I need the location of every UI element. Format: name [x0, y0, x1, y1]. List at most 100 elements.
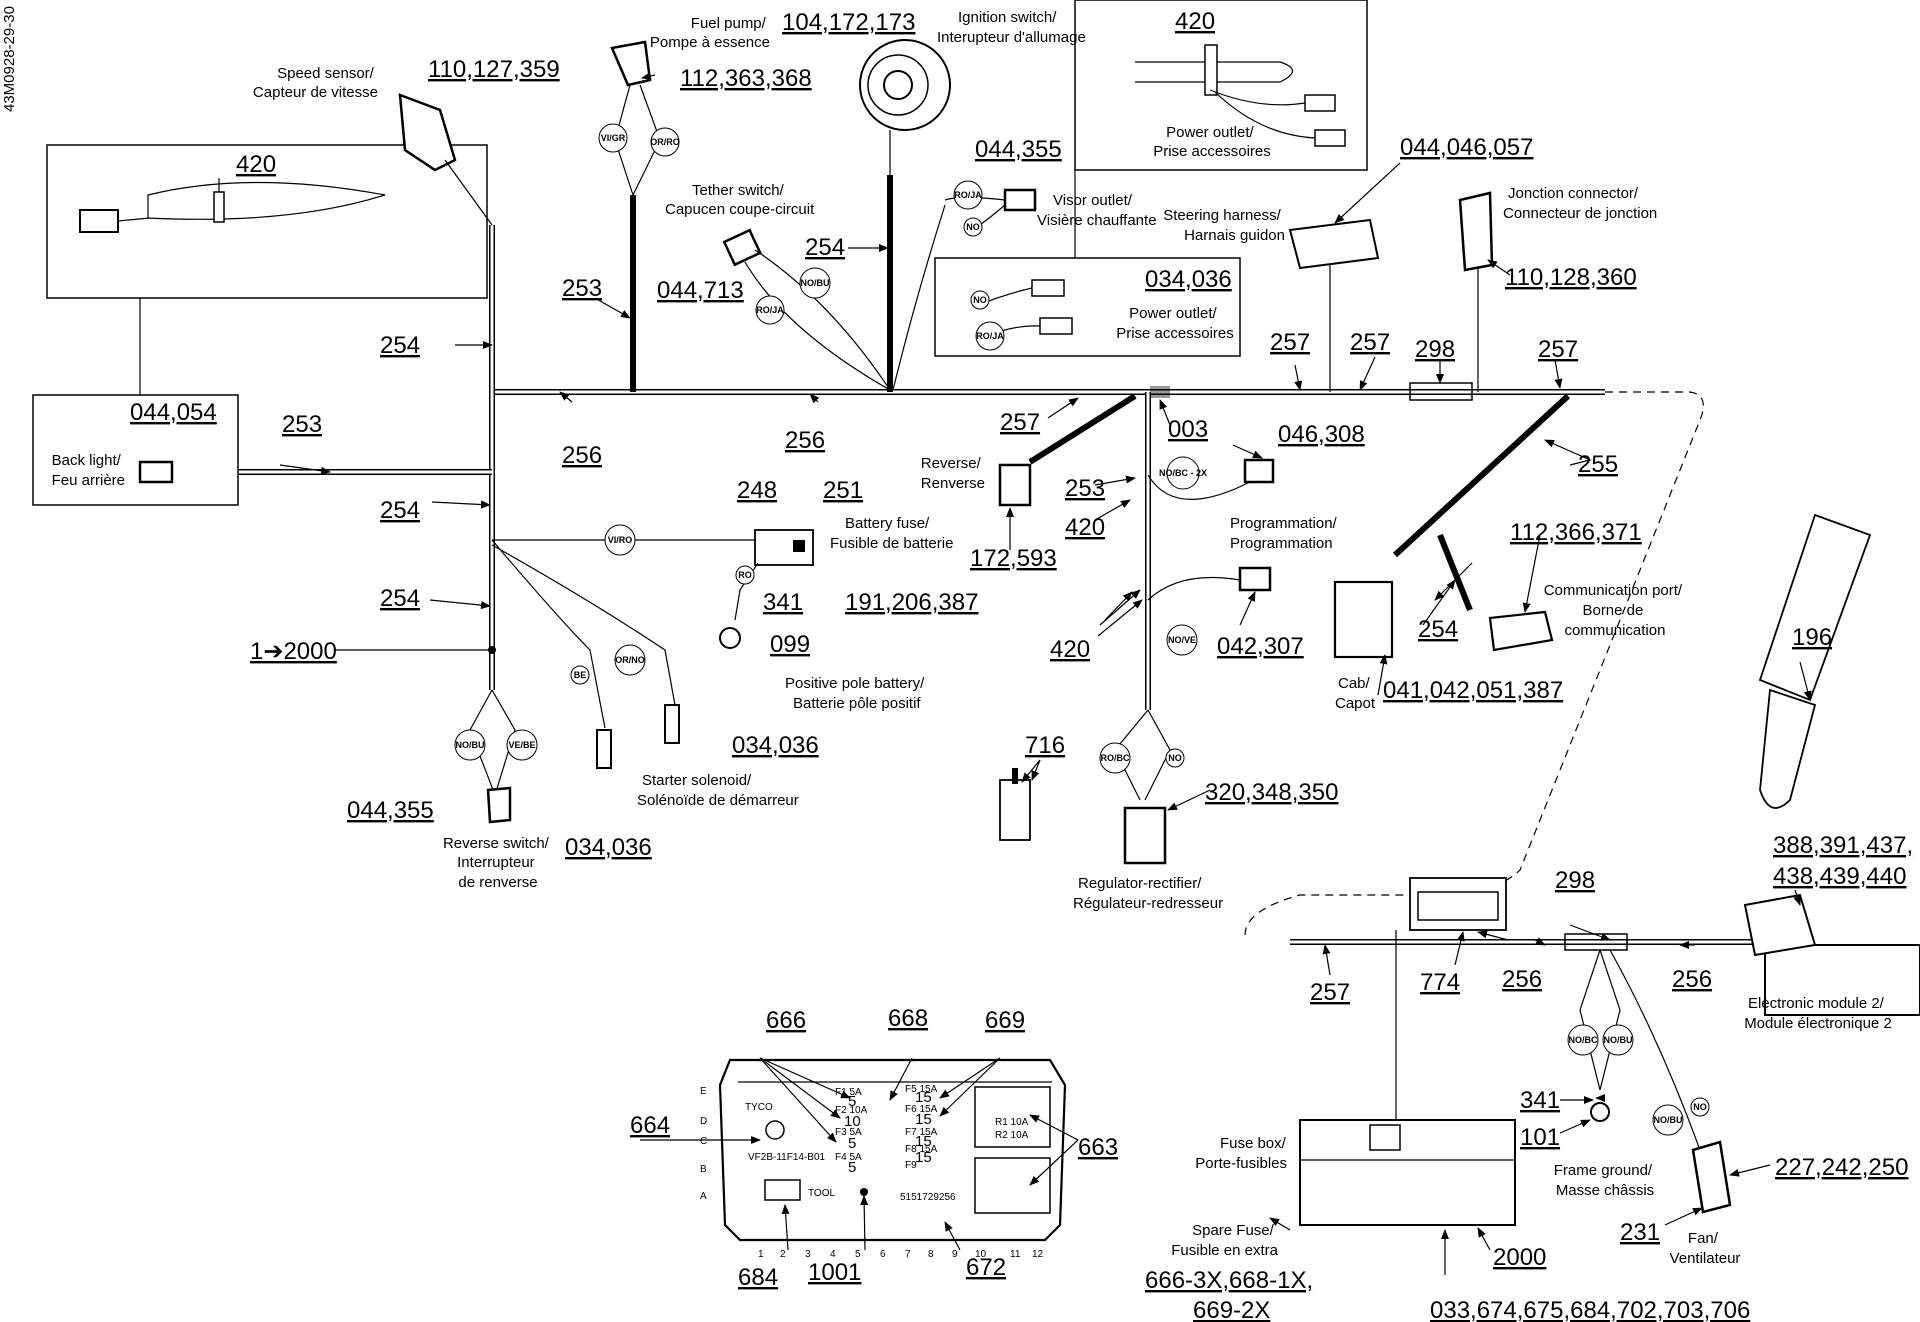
tether-switch-icon	[722, 228, 891, 391]
part-number: 298	[1415, 336, 1455, 363]
wire-badge: RO	[735, 565, 755, 585]
caption-spare-fuse: Spare Fuse/ Fusible en extra	[1171, 1222, 1278, 1259]
fusebox-code: 5151729256	[900, 1192, 956, 1203]
caption-fuel-pump: Fuel pump/ Pompe à essence	[650, 15, 770, 51]
part-number: 257	[1000, 409, 1040, 436]
wire-badge: NO/BU	[799, 267, 831, 299]
relay-label: R2 10A	[995, 1130, 1029, 1141]
ignition-switch-icon	[859, 39, 951, 175]
column-labels: 1 2 3 4 5 6 7 8 9 10 11 12	[758, 1249, 1044, 1260]
fuse-value: 15	[915, 1089, 932, 1106]
wire-color-badges: VI/GR OR/RO RO/JA NO NO/BU RO/JA NO RO/J…	[454, 123, 1710, 1136]
inset-speed-sensor-420	[46, 144, 488, 395]
fuse-label: F3 5A	[835, 1127, 862, 1138]
cab-connector-icon	[1333, 580, 1394, 659]
part-number: 110,128,360	[1505, 264, 1637, 291]
part-number: 257	[1270, 329, 1310, 356]
svg-text:VI/GR: VI/GR	[601, 133, 626, 143]
svg-text:RO/JA: RO/JA	[976, 331, 1004, 341]
fuse-label: F2 10A	[835, 1105, 868, 1116]
part-number: 341	[1520, 1087, 1560, 1114]
part-number: 438,439,440	[1773, 863, 1906, 890]
part-number: 420	[1065, 514, 1105, 541]
part-number: 666-3X,668-1X,	[1145, 1267, 1313, 1294]
fuse-value: 10	[844, 1113, 861, 1130]
part-number: 191,206,387	[845, 589, 978, 616]
junction-connector-icon	[1458, 191, 1494, 392]
wire-badge: NO	[970, 290, 990, 310]
svg-text:NO/BC: NO/BC	[1569, 1035, 1599, 1045]
svg-text:RO: RO	[738, 570, 752, 580]
inset-back-light-box	[32, 394, 239, 506]
part-number: 110,127,359	[428, 56, 560, 83]
fuse-label: F9	[905, 1160, 917, 1171]
wire-badge: VI/GR	[598, 123, 628, 153]
part-number: 666	[766, 1007, 806, 1034]
part-number: 684	[738, 1264, 778, 1291]
col-label: 11	[1010, 1249, 1021, 1260]
fuse-label: F5 15A	[905, 1084, 938, 1095]
communication-port-icon	[1488, 610, 1554, 652]
part-number: 248	[737, 477, 777, 504]
relay-label: R1 10A	[995, 1117, 1029, 1128]
wire-badge: NO/BU	[1602, 1024, 1634, 1056]
fuse-value: 15	[915, 1149, 932, 1166]
svg-text:NO: NO	[973, 295, 987, 305]
svg-text:NO/VE: NO/VE	[1168, 635, 1196, 645]
caption-steering-harness: Steering harness/ Harnais guidon	[1163, 207, 1285, 244]
fusebox-brand: TYCO	[745, 1102, 773, 1113]
svg-text:NO/BC - 2X: NO/BC - 2X	[1159, 468, 1207, 478]
col-label: 2	[780, 1249, 786, 1260]
regulator-connector-icon	[1114, 709, 1171, 865]
reverse-connector-icon	[998, 463, 1032, 507]
svg-text:NO/BU: NO/BU	[456, 740, 485, 750]
visor-outlet-icon	[892, 188, 1037, 391]
fuse-value: 5	[848, 1093, 856, 1110]
row-label: D	[700, 1116, 707, 1127]
fuse-value: 15	[915, 1111, 932, 1128]
caption-fan: Fan/ Ventilateur	[1670, 1230, 1741, 1267]
caption-programmation: Programmation/ Programmation	[1230, 515, 1341, 552]
wire-badge: OR/NO	[614, 644, 646, 676]
svg-text:VE/BE: VE/BE	[508, 740, 535, 750]
svg-text:NO: NO	[1693, 1102, 1707, 1112]
svg-text:VI/RO: VI/RO	[608, 535, 633, 545]
part-number: 044,355	[347, 797, 434, 824]
part-number: 112,366,371	[1510, 519, 1642, 546]
part-number: 1➔2000	[250, 638, 337, 665]
fuse-box-2000-icon	[1299, 1119, 1516, 1226]
part-number: 172,593	[970, 545, 1057, 572]
wire-badge: OR/RO	[650, 127, 680, 157]
wire-badge: RO/JA	[953, 180, 983, 210]
wire-badge: VE/BE	[506, 729, 538, 761]
part-number: 003	[1168, 416, 1208, 443]
part-number: 663	[1078, 1134, 1118, 1161]
part-number: 256	[785, 427, 825, 454]
caption-cab: Cab/ Capot	[1335, 675, 1376, 712]
col-label: 12	[1032, 1249, 1044, 1260]
fuel-pump-connector-icon	[610, 40, 661, 196]
wire-badge: BE	[570, 665, 590, 685]
plug-046-icon	[1147, 458, 1275, 500]
wire-badge: NO	[1690, 1097, 1710, 1117]
part-number: 041,042,051,387	[1383, 677, 1563, 704]
fuse-label: F6 15A	[905, 1104, 938, 1115]
part-number: 255	[1578, 451, 1618, 478]
part-number: 320,348,350	[1205, 779, 1338, 806]
caption-fuse-box: Fuse box/ Porte-fusibles	[1195, 1135, 1290, 1172]
caption-tether-switch: Tether switch/ Capucen coupe-circuit	[665, 182, 815, 218]
wire-badge: RO/BC	[1099, 742, 1131, 774]
part-number: 099	[770, 631, 810, 658]
node-1-2000	[335, 646, 496, 654]
fan-connector-icon	[1609, 949, 1732, 1214]
part-number: 664	[630, 1112, 670, 1139]
wire-badge: NO/BC - 2X	[1159, 456, 1207, 490]
caption-reverse: Reverse/ Renverse	[921, 455, 985, 492]
wire-badge: VI/RO	[604, 524, 636, 556]
fuse-box-detail: TYCO VF2B-11F14-B01 5151729256 TOOL F1 5…	[700, 1058, 1067, 1260]
frame-ground-icon	[1579, 949, 1621, 1122]
row-label: E	[700, 1086, 707, 1097]
row-label: A	[700, 1191, 707, 1202]
col-label: 7	[905, 1249, 911, 1260]
part-number: 253	[562, 275, 602, 302]
